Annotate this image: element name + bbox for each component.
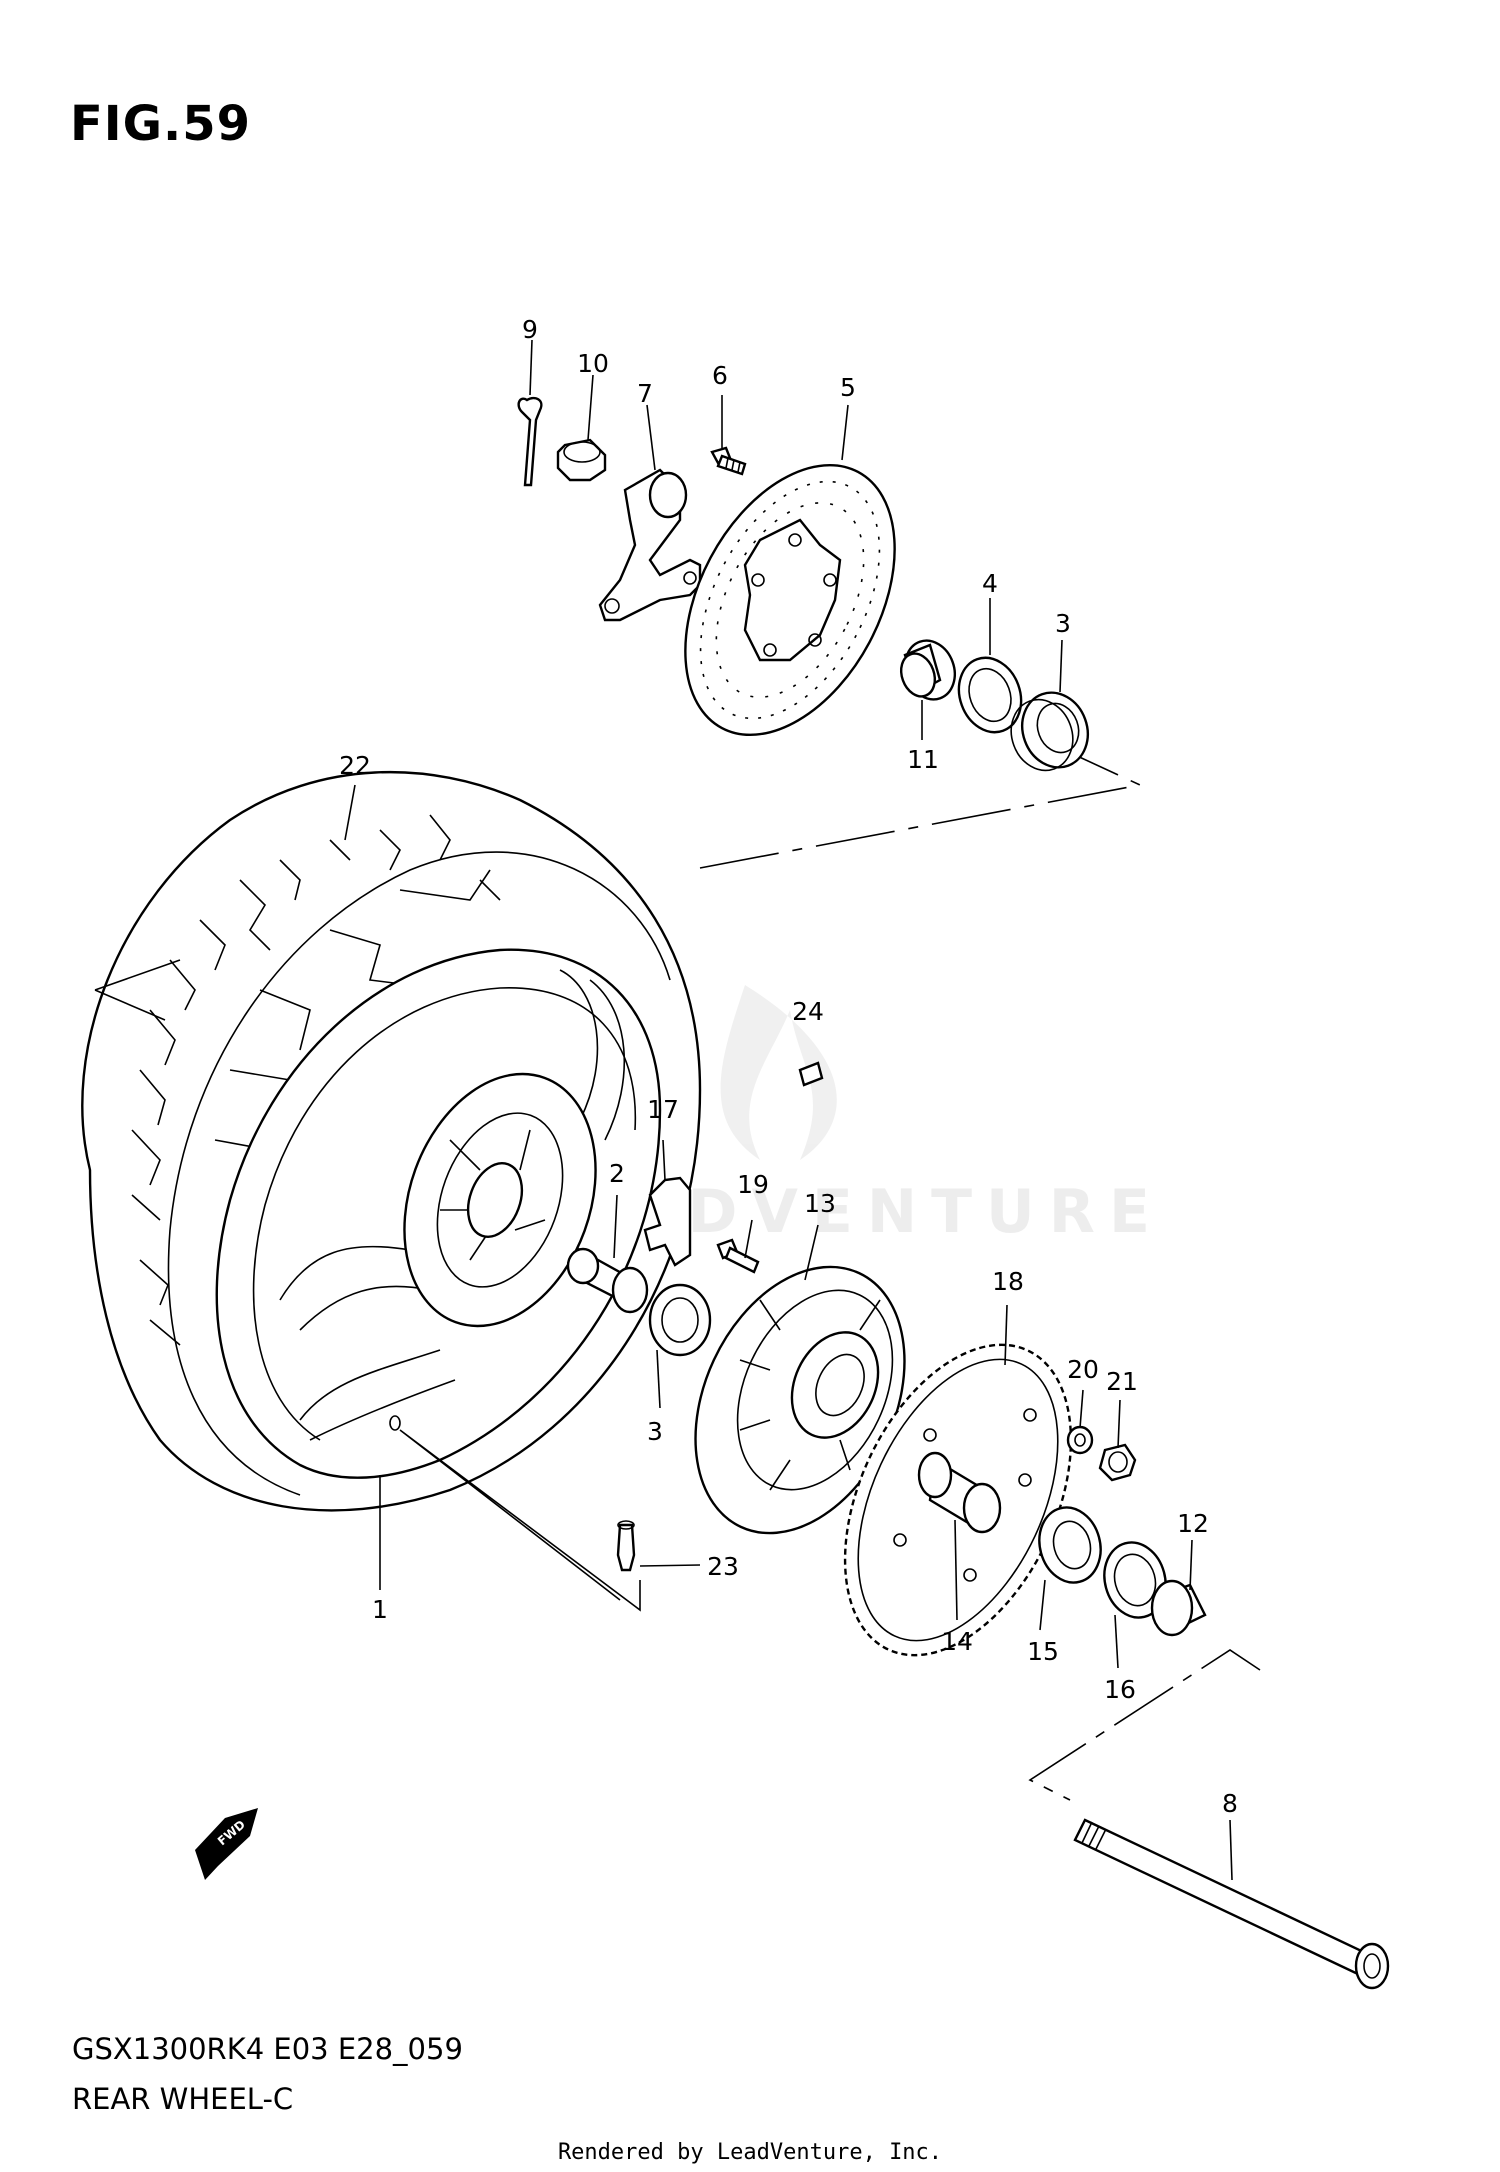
washer-part-20[interactable] xyxy=(1066,1425,1094,1455)
forward-arrow: FWD xyxy=(195,1808,258,1880)
bearing-part-3-lower[interactable] xyxy=(648,1283,712,1357)
collar-part-11[interactable] xyxy=(895,634,962,707)
callout-16: 16 xyxy=(1104,1675,1136,1704)
nut-part-21[interactable] xyxy=(1098,1443,1137,1482)
figure-title: FIG.59 xyxy=(70,96,252,152)
damper-part-17[interactable] xyxy=(643,1176,692,1267)
model-code: GSX1300RK4 E03 E28_059 xyxy=(72,2032,463,2066)
callout-7: 7 xyxy=(637,379,653,408)
rendered-by-credit: Rendered by LeadVenture, Inc. xyxy=(557,2140,943,2165)
callout-1: 1 xyxy=(372,1595,388,1624)
brake-disc-part-5[interactable] xyxy=(642,430,937,771)
bracket-part-7[interactable] xyxy=(598,468,702,622)
callout-9: 9 xyxy=(522,315,538,344)
callout-10: 10 xyxy=(577,349,609,378)
callout-leaders xyxy=(529,339,1233,1881)
bolt-part-19[interactable] xyxy=(716,1238,760,1274)
callout-2: 2 xyxy=(609,1159,625,1188)
tire-part-22[interactable] xyxy=(81,770,702,1512)
callout-21: 21 xyxy=(1106,1367,1138,1396)
callout-23: 23 xyxy=(707,1552,739,1581)
callout-20: 20 xyxy=(1067,1355,1099,1384)
rim-leader-lines xyxy=(379,1429,641,1612)
bolt-part-6[interactable] xyxy=(710,446,747,476)
oil-seal-part-4[interactable] xyxy=(949,649,1031,741)
sprocket-carrier-part-13[interactable] xyxy=(655,1233,946,1567)
callout-24: 24 xyxy=(792,997,824,1026)
callout-8: 8 xyxy=(1222,1789,1238,1818)
callout-numbers: 9 10 7 6 5 4 3 11 22 24 17 2 19 13 18 20… xyxy=(339,315,1238,1818)
callout-11: 11 xyxy=(907,745,939,774)
callout-4: 4 xyxy=(982,569,998,598)
callout-5: 5 xyxy=(840,373,856,402)
figure-name: REAR WHEEL-C xyxy=(72,2082,294,2116)
callout-12: 12 xyxy=(1177,1509,1209,1538)
valve-part-23[interactable] xyxy=(616,1520,636,1572)
callout-13: 13 xyxy=(804,1189,836,1218)
spacer-part-2[interactable] xyxy=(566,1247,649,1314)
oil-seal-part-16[interactable] xyxy=(1096,1536,1174,1625)
callout-18: 18 xyxy=(992,1267,1024,1296)
bearing-part-15[interactable] xyxy=(1031,1501,1109,1590)
callout-19: 19 xyxy=(737,1170,769,1199)
axle-part-8[interactable] xyxy=(1073,1818,1390,1990)
collar-part-14[interactable] xyxy=(917,1451,1002,1534)
collar-part-12[interactable] xyxy=(1150,1579,1207,1637)
callout-15: 15 xyxy=(1027,1637,1059,1666)
tire-leader-lines xyxy=(94,754,1143,1021)
callout-17: 17 xyxy=(647,1095,679,1124)
callout-6: 6 xyxy=(712,361,728,390)
callout-3-lower: 3 xyxy=(647,1417,663,1446)
axle-reference-line xyxy=(1028,1649,1261,1801)
cotter-pin-part-9[interactable] xyxy=(517,396,543,487)
callout-22: 22 xyxy=(339,751,371,780)
callout-14: 14 xyxy=(941,1627,973,1656)
bearing-part-3-upper[interactable] xyxy=(1001,683,1098,779)
callout-3-upper: 3 xyxy=(1055,609,1071,638)
key-part-24[interactable] xyxy=(798,1061,824,1087)
nut-part-10[interactable] xyxy=(556,438,607,482)
